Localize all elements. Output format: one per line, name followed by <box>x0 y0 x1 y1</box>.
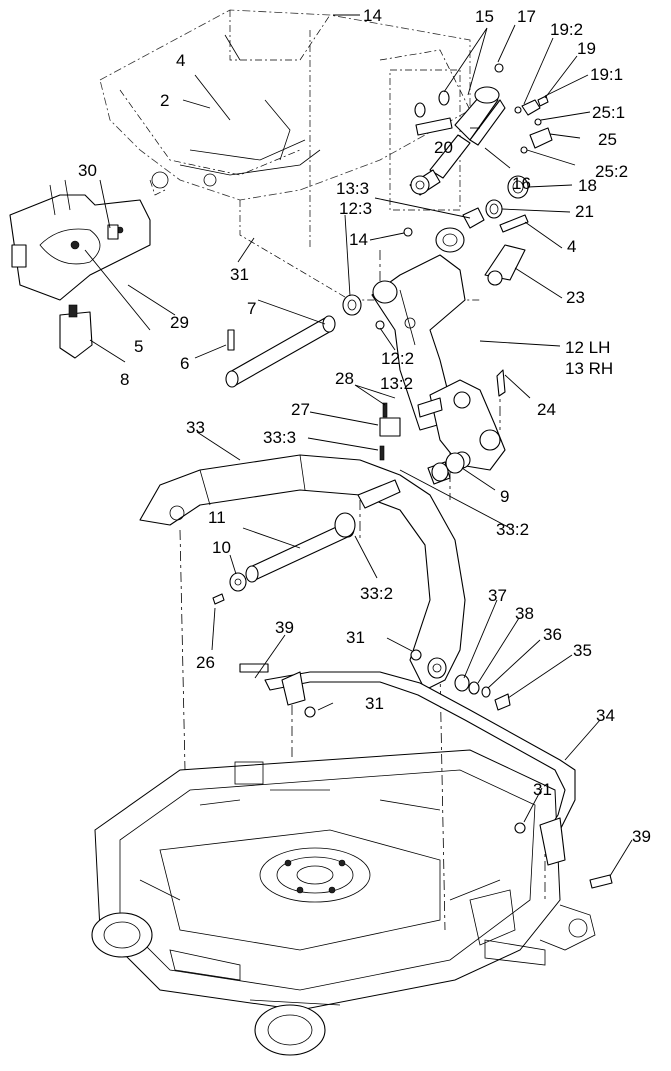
callout-33-2-lower: 33:2 <box>360 584 393 603</box>
callout-26: 26 <box>196 653 215 672</box>
callout-20: 20 <box>434 138 453 157</box>
callout-24: 24 <box>537 400 556 419</box>
callout-18: 18 <box>578 176 597 195</box>
front-roller-center <box>254 1004 326 1056</box>
callout-33-3: 33:3 <box>263 428 296 447</box>
callout-13-3: 13:3 <box>336 179 369 198</box>
callout-15: 15 <box>475 7 494 26</box>
pivot-pin-7 <box>225 315 336 388</box>
callout-12-lh: 12 LH <box>565 338 610 357</box>
mower-deck <box>91 749 596 1056</box>
callout-33: 33 <box>186 418 205 437</box>
tractor-frame-phantom <box>99 9 480 301</box>
callout-19: 19 <box>577 39 596 58</box>
callout-6: 6 <box>180 354 189 373</box>
callout-28: 28 <box>335 369 354 388</box>
callout-10: 10 <box>212 538 231 557</box>
bushings-upper <box>342 175 529 330</box>
callout-31-right: 31 <box>533 780 552 799</box>
callout-31-mid: 31 <box>346 628 365 647</box>
callout-39-left: 39 <box>275 618 294 637</box>
callout-13-2: 13:2 <box>380 374 413 393</box>
callout-14-lower: 14 <box>349 230 368 249</box>
callout-19-2: 19:2 <box>550 20 583 39</box>
callout-9: 9 <box>500 487 509 506</box>
callout-14: 14 <box>363 6 382 25</box>
lift-cylinder <box>409 63 553 196</box>
leader-lines <box>84 14 633 877</box>
callout-7: 7 <box>247 299 256 318</box>
link-rod-34 <box>239 649 613 889</box>
callout-38: 38 <box>515 604 534 623</box>
link-plate-9 <box>379 369 506 485</box>
callout-34: 34 <box>596 706 615 725</box>
callout-27: 27 <box>291 400 310 419</box>
callout-37: 37 <box>488 586 507 605</box>
callout-36: 36 <box>543 625 562 644</box>
callout-25: 25 <box>598 130 617 149</box>
front-roller-left <box>91 912 153 958</box>
callout-4-lower: 4 <box>567 237 576 256</box>
callout-8: 8 <box>120 370 129 389</box>
o-ring-15a <box>414 102 426 118</box>
callout-30: 30 <box>78 161 97 180</box>
front-lift-arm-33 <box>139 454 466 691</box>
callout-13-rh: 13 RH <box>565 359 613 378</box>
callout-labels: 14 15 17 19:2 19 19:1 4 2 25:1 25 20 25:… <box>78 6 651 846</box>
callout-21: 21 <box>575 202 594 221</box>
callout-39-right: 39 <box>632 827 651 846</box>
callout-12-2: 12:2 <box>381 349 414 368</box>
callout-25-1: 25:1 <box>592 103 625 122</box>
o-ring-15b <box>438 90 450 106</box>
callout-19-1: 19:1 <box>590 65 623 84</box>
callout-25-2: 25:2 <box>595 162 628 181</box>
callout-31-upper: 31 <box>230 265 249 284</box>
callout-33-2-right: 33:2 <box>496 520 529 539</box>
callout-31-rod: 31 <box>365 694 384 713</box>
pin-11-assembly <box>212 512 356 605</box>
callout-2: 2 <box>160 91 169 110</box>
callout-4-upper: 4 <box>176 51 185 70</box>
rubber-bumper <box>59 311 93 359</box>
callout-29: 29 <box>170 313 189 332</box>
callout-16: 16 <box>512 174 531 193</box>
seat-switch-bracket <box>9 179 151 359</box>
callout-23: 23 <box>566 288 585 307</box>
callout-12-3: 12:3 <box>339 199 372 218</box>
callout-11: 11 <box>208 508 226 527</box>
lift-arm-12-13 <box>371 227 466 431</box>
callout-35: 35 <box>573 641 592 660</box>
callout-5: 5 <box>134 337 143 356</box>
callout-17: 17 <box>517 7 536 26</box>
